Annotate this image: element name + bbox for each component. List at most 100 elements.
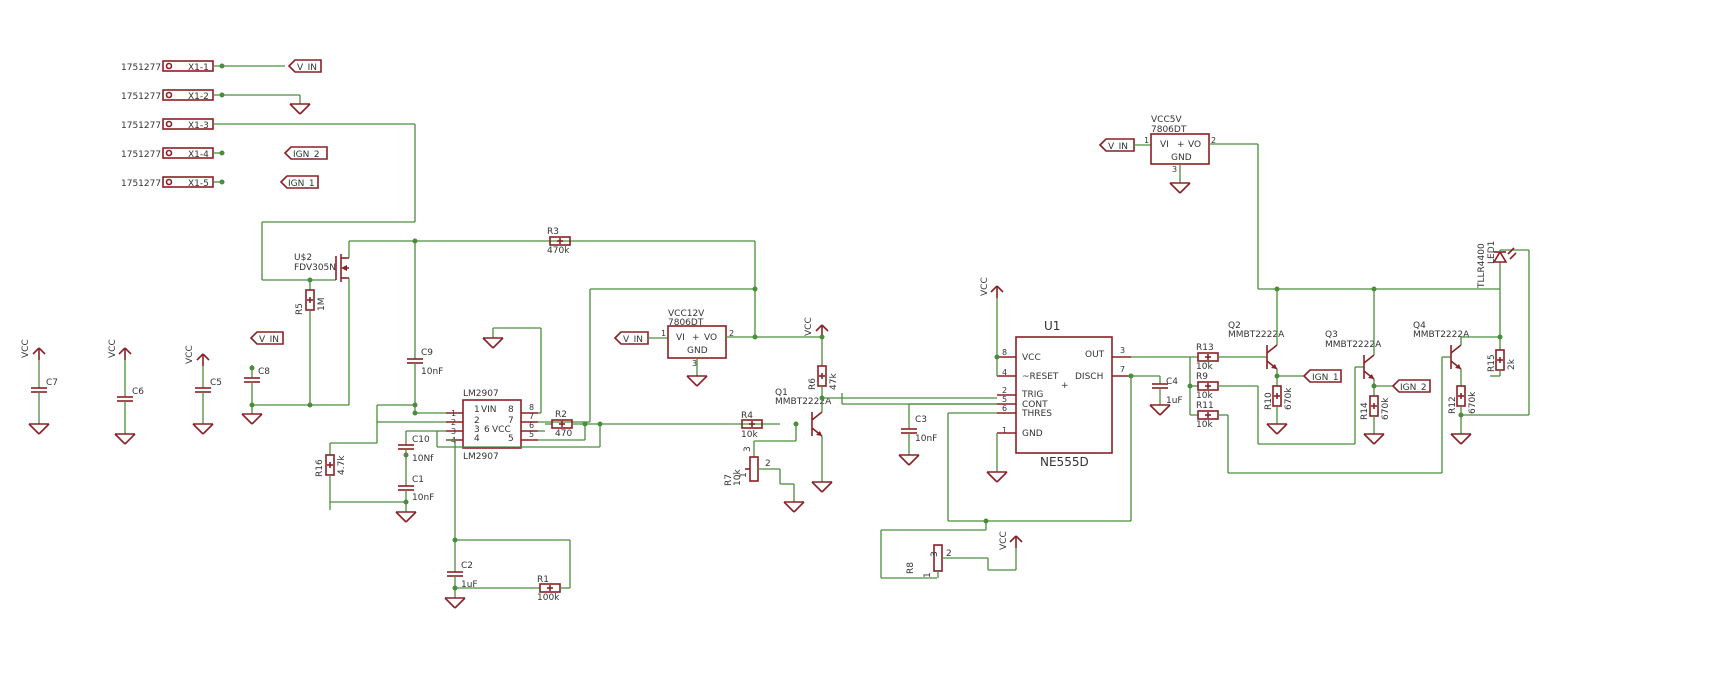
svg-text:IGN_2: IGN_2	[1400, 383, 1427, 393]
svg-text:10nF: 10nF	[915, 434, 937, 444]
svg-text:~RESET: ~RESET	[1022, 372, 1059, 382]
svg-text:R13: R13	[1196, 343, 1214, 353]
connector-x1-4[interactable]: 1751277 X1-4	[121, 147, 214, 160]
resistor-r2[interactable]: R2 470	[545, 410, 780, 439]
resistor-r10[interactable]: R10 670k	[1264, 385, 1294, 435]
svg-text:8: 8	[1002, 348, 1007, 357]
resistor-r12[interactable]: R12 670k	[1448, 385, 1478, 445]
ic-ne555[interactable]: U1 NE555D VCC ~RESET TRIG CONT THRES GND…	[997, 319, 1131, 469]
resistor-r11[interactable]: R11 10k	[1196, 401, 1219, 430]
svg-text:TLLR4400: TLLR4400	[1477, 243, 1487, 289]
svg-text:3: 3	[1120, 346, 1125, 355]
cap-c7[interactable]: VCC C7	[21, 339, 58, 435]
svg-text:6: 6	[529, 421, 534, 430]
svg-text:GND: GND	[687, 346, 708, 356]
svg-text:4: 4	[1002, 368, 1007, 377]
resistor-r15[interactable]: R15 2k	[1487, 337, 1517, 377]
cap-c4[interactable]: C4 1uF	[1149, 376, 1183, 416]
resistor-r1[interactable]: R1 100k	[537, 575, 570, 603]
led-led1[interactable]: TLLR4400 LED1	[1477, 241, 1529, 337]
connector-pin: X1-1	[188, 63, 209, 73]
connector-x1-5[interactable]: 1751277 X1-5	[121, 176, 214, 189]
resistor-r13[interactable]: R13 10k	[1196, 343, 1219, 372]
svg-text:C1: C1	[412, 475, 424, 485]
transistor-q3[interactable]: Q3 MMBT2222A	[1325, 330, 1382, 380]
cap-c6[interactable]: VCC C6	[108, 339, 144, 445]
svg-text:670k: 670k	[1284, 387, 1294, 410]
net-label-ign-1-out[interactable]: IGN_1	[1302, 369, 1342, 383]
svg-text:MMBT2222A: MMBT2222A	[1325, 340, 1382, 350]
connector-block: 1751277 X1-1 1751277 X1-2 1751277 X1-3 1…	[121, 60, 415, 189]
svg-text:VI: VI	[1160, 140, 1169, 150]
svg-text:10k: 10k	[733, 469, 743, 486]
svg-text:10k: 10k	[1196, 391, 1213, 401]
net-label-v-in-left[interactable]: V_IN	[249, 331, 284, 345]
svg-text:THRES: THRES	[1021, 409, 1052, 419]
connector-pin: X1-3	[188, 121, 209, 131]
svg-text:V_IN: V_IN	[297, 63, 317, 73]
resistor-r9[interactable]: R9 10k	[1196, 372, 1219, 401]
svg-text:5: 5	[1002, 395, 1007, 404]
transistor-q2[interactable]: Q2 MMBT2222A	[1228, 321, 1285, 370]
potentiometer-r7[interactable]: R7 10k 2 3 1	[724, 424, 805, 513]
connector-x1-2[interactable]: 1751277 X1-2	[121, 89, 214, 102]
svg-text:2: 2	[1211, 136, 1216, 145]
svg-text:4.7k: 4.7k	[337, 455, 347, 475]
cap-c8[interactable]: C8	[241, 365, 270, 425]
svg-text:C2: C2	[461, 561, 473, 571]
net-label-v-in-top[interactable]: V_IN	[287, 59, 322, 73]
cap-c9[interactable]: C9 10nF	[406, 241, 443, 413]
svg-text:MMBT2222A: MMBT2222A	[1413, 330, 1470, 340]
connector-pin: X1-2	[188, 92, 209, 102]
resistor-r14[interactable]: R14 670k	[1360, 395, 1391, 445]
svg-text:C4: C4	[1166, 377, 1178, 387]
svg-text:C6: C6	[132, 387, 144, 397]
connector-ref: 1751277	[121, 121, 161, 131]
svg-text:3: 3	[692, 359, 697, 368]
svg-text:1uF: 1uF	[1166, 396, 1183, 406]
svg-text:8: 8	[508, 405, 514, 415]
svg-text:8: 8	[529, 403, 534, 412]
svg-text:1: 1	[474, 405, 480, 415]
potentiometer-r8[interactable]: VCC R8 2 3 1	[906, 531, 1023, 578]
svg-text:R15: R15	[1487, 354, 1497, 372]
resistor-r3[interactable]: R3 470k	[547, 227, 571, 256]
svg-text:R11: R11	[1196, 401, 1214, 411]
net-label-ign-2-out[interactable]: IGN_2	[1391, 379, 1431, 393]
svg-text:U1: U1	[1044, 319, 1060, 333]
svg-text:R5: R5	[295, 303, 305, 315]
svg-text:670k: 670k	[1468, 391, 1478, 414]
resistor-r4[interactable]: R4 10k	[741, 411, 763, 440]
svg-text:7: 7	[1120, 365, 1125, 374]
net-label-ign-2-top[interactable]: IGN_2	[283, 146, 328, 160]
svg-text:10k: 10k	[741, 430, 758, 440]
connector-x1-1[interactable]: 1751277 X1-1	[121, 60, 214, 73]
svg-text:NE555D: NE555D	[1040, 455, 1089, 469]
svg-text:10k: 10k	[1196, 362, 1213, 372]
transistor-q1[interactable]: Q1 MMBT2222A	[775, 388, 832, 437]
resistor-r5[interactable]: R5 1M	[295, 277, 327, 406]
cap-c3[interactable]: C3 10nF	[898, 404, 937, 466]
svg-text:Q2: Q2	[1228, 321, 1241, 331]
cap-c1[interactable]: C1 10nF	[395, 475, 434, 523]
pot-pin-2: 2	[946, 549, 952, 559]
resistor-r6[interactable]: R6 47k	[808, 337, 839, 398]
net-label-v-in-reg12[interactable]: V_IN	[613, 331, 649, 345]
svg-text:C8: C8	[258, 367, 270, 377]
svg-text:R3: R3	[547, 227, 559, 237]
connector-x1-3[interactable]: 1751277 X1-3	[121, 118, 214, 131]
cap-c5[interactable]: VCC C5	[185, 345, 222, 435]
svg-text:VCC5V: VCC5V	[1151, 115, 1182, 125]
resistor-r16[interactable]: R16 4.7k	[315, 443, 406, 510]
transistor-q4[interactable]: Q4 MMBT2222A	[1413, 321, 1470, 370]
svg-text:470k: 470k	[547, 246, 570, 256]
mosfet-u2[interactable]: U$2 FDV305N	[261, 124, 416, 405]
ic-lm2907[interactable]: LM2907 LM2907 1 VIN 2 3 4 6 VCC 8 7 5 1 …	[446, 389, 538, 462]
net-label-v-in-reg5[interactable]: V_IN	[1098, 138, 1135, 152]
net-label-ign-1-top[interactable]: IGN_1	[279, 175, 319, 189]
svg-text:V_IN: V_IN	[1108, 142, 1128, 152]
svg-text:R8: R8	[906, 562, 916, 574]
cap-c2[interactable]: C2 1uF	[444, 561, 478, 609]
svg-text:+: +	[692, 333, 700, 343]
